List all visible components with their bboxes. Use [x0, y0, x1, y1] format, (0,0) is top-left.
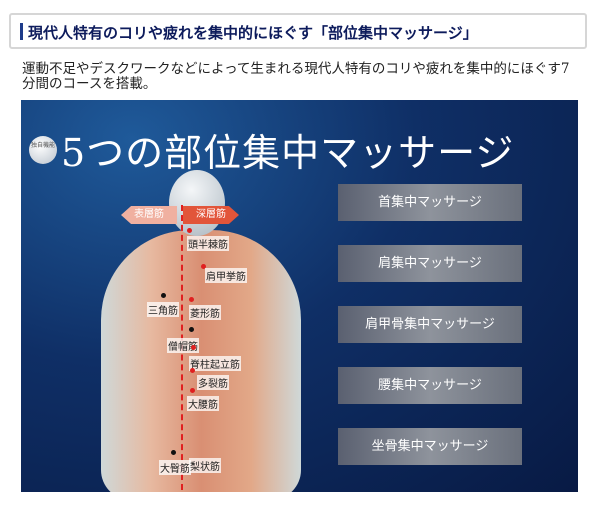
section-title: 現代人特有のコリや疲れを集中的にほぐす「部位集中マッサージ」 — [28, 24, 478, 42]
muscle-dot — [161, 293, 166, 298]
muscle-dot — [201, 264, 206, 269]
muscle-label: 頭半棘筋 — [187, 236, 229, 251]
hero-banner: 独自機能 5つの部位集中マッサージ 表層筋 深層筋 三角筋 僧帽筋 大臀筋 頭半… — [21, 100, 578, 492]
muscle-dot — [190, 388, 195, 393]
muscle-dot — [187, 228, 192, 233]
muscle-dot — [189, 297, 194, 302]
muscle-label: 大腰筋 — [187, 396, 219, 411]
head-figure — [169, 170, 225, 236]
muscle-label: 三角筋 — [147, 302, 179, 317]
muscle-dot — [190, 368, 195, 373]
course-neck-button[interactable]: 首集中マッサージ — [338, 184, 522, 221]
muscle-dot — [189, 327, 194, 332]
muscle-label: 脊柱起立筋 — [189, 356, 241, 371]
section-header: 現代人特有のコリや疲れを集中的にほぐす「部位集中マッサージ」 — [9, 13, 587, 49]
feature-badge: 独自機能 — [29, 136, 57, 164]
muscle-label: 菱形筋 — [189, 305, 221, 320]
muscle-label: 大臀筋 — [159, 460, 191, 475]
course-shoulder-blade-button[interactable]: 肩甲骨集中マッサージ — [338, 306, 522, 343]
muscle-label: 梨状筋 — [189, 458, 221, 473]
deep-arrow: 深層筋 — [183, 206, 239, 224]
muscle-label: 多裂筋 — [197, 375, 229, 390]
course-lower-back-button[interactable]: 腰集中マッサージ — [338, 367, 522, 404]
description: 運動不足やデスクワークなどによって生まれる現代人特有のコリや疲れを集中的にほぐす… — [22, 61, 570, 92]
body-illustration — [91, 170, 321, 492]
muscle-dot — [171, 450, 176, 455]
course-shoulder-button[interactable]: 肩集中マッサージ — [338, 245, 522, 282]
surface-arrow: 表層筋 — [121, 206, 177, 224]
muscle-label: 肩甲挙筋 — [205, 268, 247, 283]
hero-title: 5つの部位集中マッサージ — [61, 131, 515, 175]
muscle-dot — [191, 345, 196, 350]
course-sciatic-button[interactable]: 坐骨集中マッサージ — [338, 428, 522, 465]
header-accent-bar — [20, 23, 23, 40]
